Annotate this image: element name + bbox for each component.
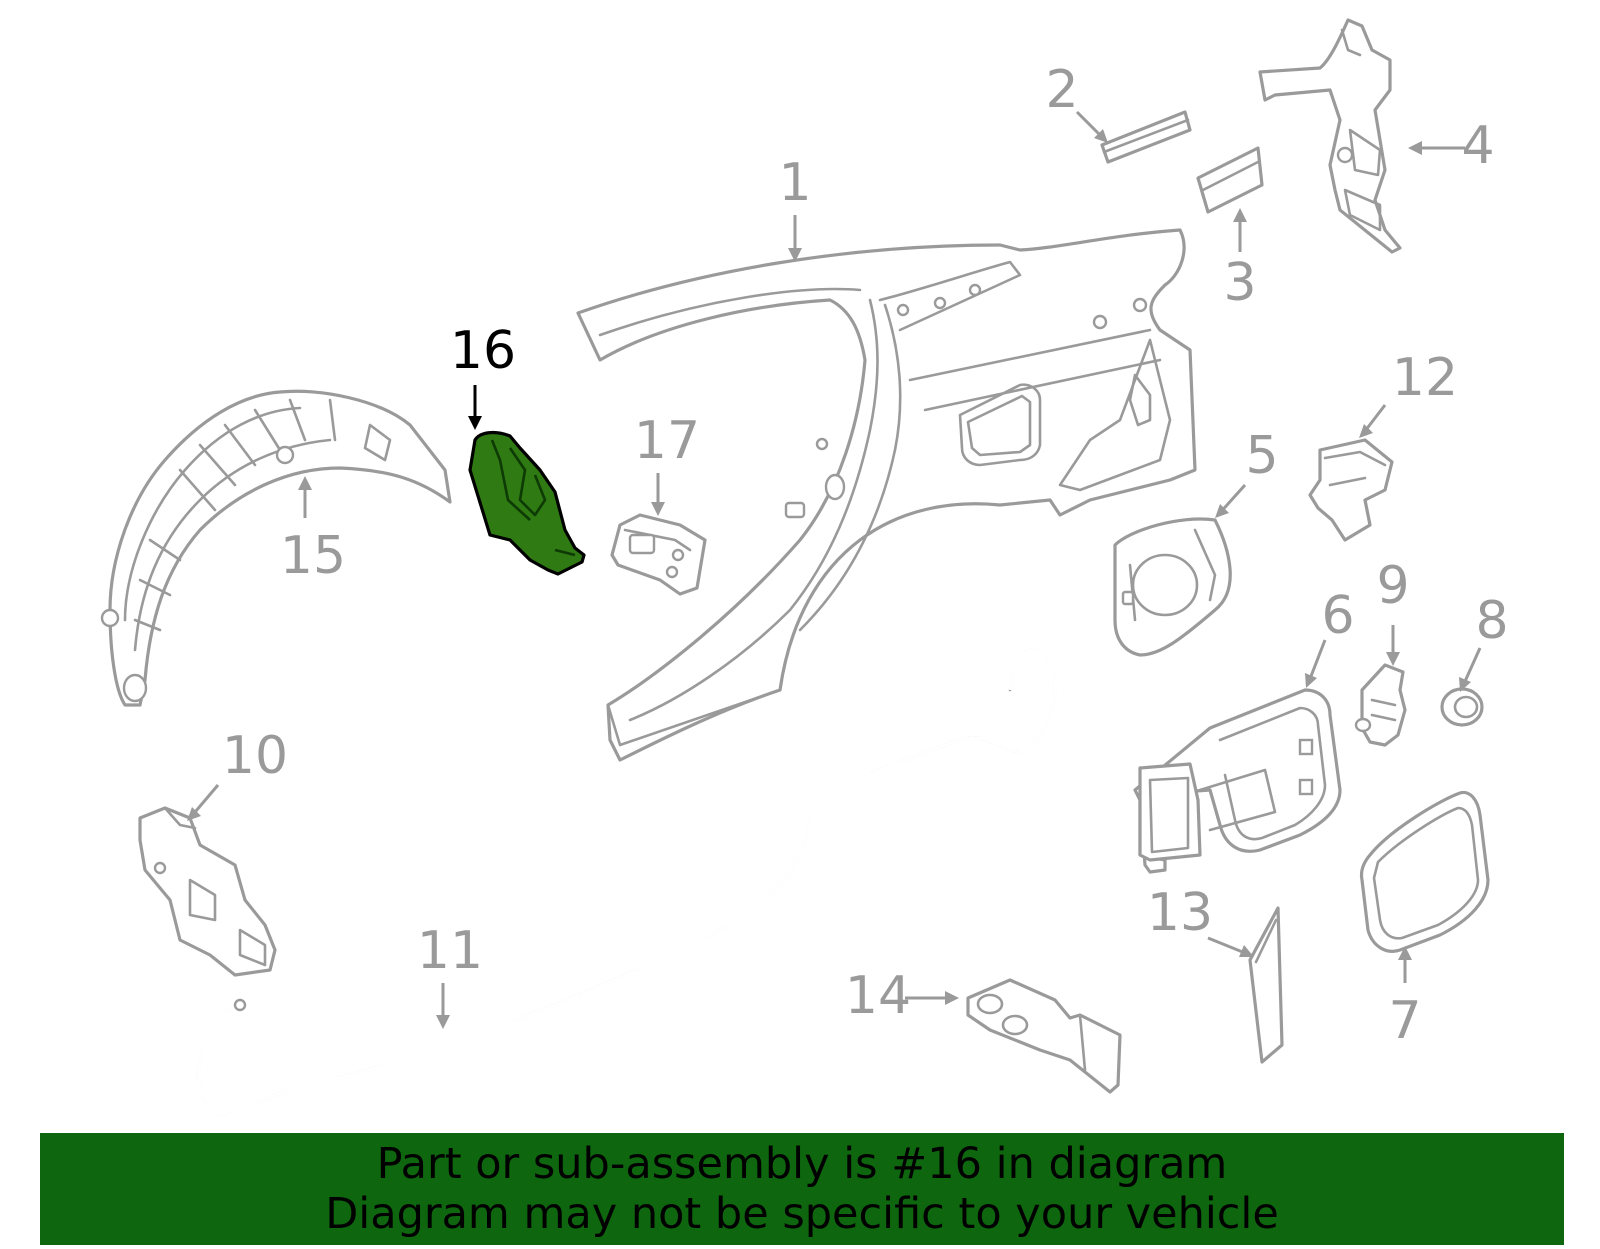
banner-line-1: Part or sub-assembly is #16 in diagram (376, 1139, 1228, 1189)
callout-13: 13 (1147, 883, 1213, 943)
callout-15: 15 (280, 526, 346, 586)
part-2-sealer-strip (1100, 110, 1192, 164)
callout-10: 10 (222, 726, 288, 786)
callout-1: 1 (778, 153, 811, 213)
callout-7: 7 (1388, 991, 1421, 1051)
callout-9: 9 (1376, 556, 1409, 616)
part-14-bracket (966, 978, 1122, 1094)
callout-8: 8 (1475, 591, 1508, 651)
callout-16: 16 (450, 321, 516, 381)
part-1-quarter-panel (576, 228, 1197, 762)
part-9-clip (1354, 663, 1407, 747)
part-6-fuel-door-assembly (1133, 688, 1342, 874)
callout-5: 5 (1245, 426, 1278, 486)
part-3-patch (1196, 146, 1264, 214)
part-16-highlighted (468, 430, 586, 576)
part-4-bracket (1258, 18, 1402, 254)
part-7-fuel-door (1359, 790, 1490, 953)
callout-3: 3 (1223, 253, 1256, 313)
callout-12: 12 (1392, 348, 1458, 408)
part-info-banner: Part or sub-assembly is #16 in diagram D… (40, 1133, 1564, 1245)
callout-6: 6 (1321, 586, 1354, 646)
part-13-spacer (1248, 906, 1284, 1064)
part-8-grommet (1440, 687, 1484, 727)
part-17-reinforcement (610, 513, 707, 596)
part-10-hinge (138, 806, 277, 977)
callout-14: 14 (845, 966, 911, 1026)
part-11-release-cable (197, 646, 1057, 1116)
callout-2: 2 (1045, 60, 1078, 120)
callout-leaders (188, 110, 1482, 1025)
part-12-actuator (1308, 438, 1394, 542)
callout-11: 11 (417, 921, 483, 981)
banner-line-2: Diagram may not be specific to your vehi… (325, 1189, 1279, 1239)
part-15-fender-liner (100, 389, 452, 707)
callout-4: 4 (1461, 116, 1494, 176)
part-5-fuel-door-housing (1113, 517, 1232, 657)
callout-16-arrowhead (468, 416, 482, 430)
callout-17: 17 (634, 411, 700, 471)
callout-arrowheads (187, 129, 1471, 1029)
